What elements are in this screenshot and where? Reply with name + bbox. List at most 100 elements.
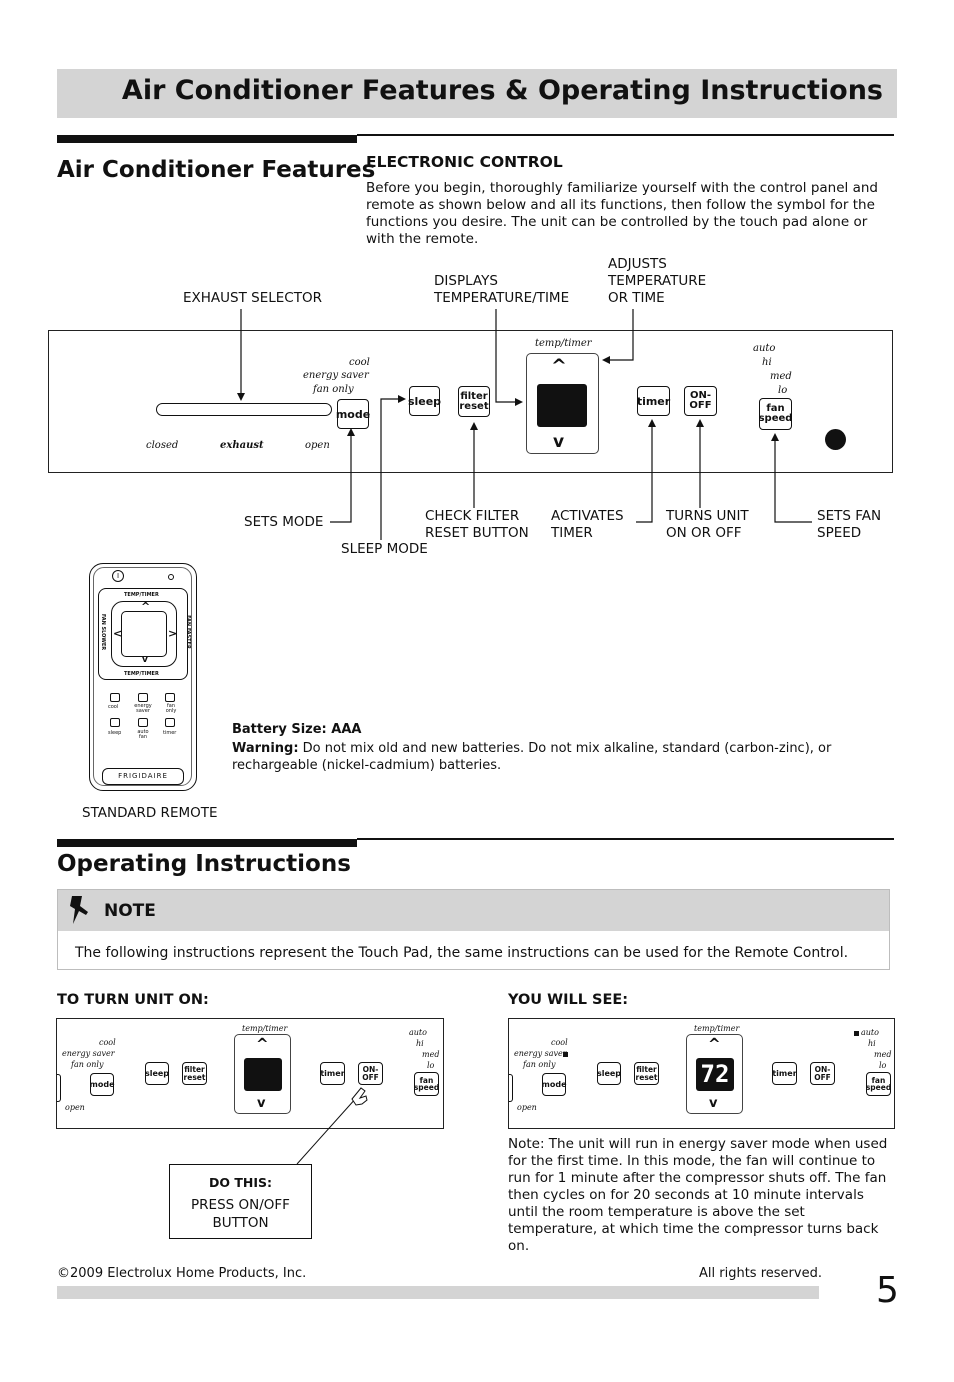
exhaust-slider[interactable]: [156, 403, 332, 416]
note-text: The following instructions represent the…: [75, 945, 849, 961]
section-rule: [57, 839, 357, 847]
turn-on-title: TO TURN UNIT ON:: [57, 992, 209, 1008]
battery-warning-text: Do not mix old and new batteries. Do not…: [232, 741, 832, 773]
fan-option-lo: lo: [778, 385, 788, 396]
remote-auto-fan-label: auto fan: [137, 729, 149, 740]
small-up-icon: ^: [256, 1035, 269, 1053]
small-mode-button[interactable]: mode: [542, 1073, 567, 1096]
remote-energy-saver-button[interactable]: [138, 693, 148, 702]
fan-option-hi: hi: [762, 357, 772, 368]
battery-warning-label: Warning:: [232, 741, 299, 756]
small-timer-button[interactable]: timer: [320, 1062, 345, 1085]
callout-lines: [237, 309, 812, 540]
small-sleep-label: sleep: [144, 1068, 170, 1078]
page-title: Air Conditioner Features & Operating Ins…: [121, 75, 883, 106]
small-sleep-button[interactable]: sleep: [597, 1062, 621, 1085]
remote-timer-label: timer: [163, 730, 177, 736]
callout-activates-timer: TIMER: [551, 525, 593, 541]
reset-label: reset: [459, 400, 489, 412]
electronic-control-desc: Before you begin, thoroughly familiarize…: [366, 180, 878, 247]
small-temp-timer-label: temp/timer: [242, 1024, 288, 1033]
mode-button[interactable]: mode: [336, 399, 370, 429]
small-reset-label: reset: [635, 1072, 658, 1082]
remote-auto-fan-button[interactable]: [138, 718, 148, 727]
remote-sleep-label: sleep: [108, 730, 122, 736]
page-number: 5: [876, 1270, 899, 1311]
timer-label: timer: [636, 394, 671, 408]
remote-right-label: FAN FASTER: [184, 615, 191, 649]
small-mode-button[interactable]: mode: [90, 1073, 115, 1096]
callout-turns-unit: ON OR OFF: [666, 525, 742, 541]
speed-label: speed: [758, 413, 793, 424]
callout-turns-unit: TURNS UNIT: [666, 508, 749, 524]
power-icon[interactable]: I: [112, 570, 124, 582]
small-display-screen: [244, 1058, 282, 1091]
small-fan-auto: auto: [409, 1028, 427, 1037]
pushpin-icon: [70, 896, 88, 924]
remote-center-button[interactable]: [121, 611, 167, 657]
small-mode-energy-saver: energy saver: [62, 1049, 115, 1058]
remote-brand-logo: FRIGIDAIRE: [102, 768, 184, 785]
display-temperature: 72: [696, 1058, 734, 1091]
do-this-line2: BUTTON: [212, 1215, 269, 1231]
remote-sleep-button[interactable]: [110, 718, 120, 727]
small-fan-auto: auto: [861, 1028, 879, 1037]
small-exhaust-slider: [509, 1074, 513, 1102]
small-sleep-button[interactable]: sleep: [145, 1062, 169, 1085]
small-fan-med: med: [874, 1050, 892, 1059]
press-indicator: [296, 1087, 368, 1165]
small-on-off-button[interactable]: ON-OFF: [810, 1062, 835, 1085]
sleep-button[interactable]: sleep: [408, 386, 441, 416]
remote-right-icon[interactable]: >: [168, 627, 178, 640]
remote-cool-button[interactable]: [110, 693, 120, 702]
note-box: NOTE The following instructions represen…: [57, 889, 890, 970]
do-this-title: DO THIS:: [209, 1175, 272, 1190]
footer-rights: All rights reserved.: [699, 1266, 822, 1281]
small-fan-lo: lo: [427, 1061, 435, 1070]
exhaust-closed-label: closed: [146, 440, 179, 451]
small-speed-label: speed: [865, 1083, 892, 1092]
remote-dpad: [111, 601, 177, 667]
remote-down-icon[interactable]: v: [142, 655, 148, 665]
small-up-icon: ^: [708, 1035, 721, 1053]
remote-fan-only-button[interactable]: [165, 693, 175, 702]
small-filter-label: filter: [636, 1065, 657, 1074]
exhaust-open-label: open: [305, 440, 330, 451]
sensor-dot-icon: [825, 429, 846, 450]
small-on-label: ON-: [362, 1065, 379, 1074]
remote-left-icon[interactable]: <: [113, 627, 123, 640]
pointing-hand-icon: [351, 1087, 368, 1106]
temp-up-icon[interactable]: ^: [551, 355, 567, 377]
small-temp-timer-label: temp/timer: [694, 1024, 740, 1033]
filter-label: filter: [460, 390, 488, 402]
small-display-frame: ^ 72 v: [686, 1034, 743, 1114]
remote-dpad-frame: TEMP/TIMER TEMP/TIMER FAN SLOWER FAN FAS…: [98, 588, 191, 680]
small-mode-fan-only: fan only: [71, 1060, 104, 1069]
small-panel-on: cool energy saver fan only open mode sle…: [508, 1018, 895, 1129]
callout-check-filter: CHECK FILTER: [425, 508, 520, 524]
do-this-line1: PRESS ON/OFF: [191, 1197, 290, 1213]
remote-up-icon[interactable]: ^: [141, 600, 151, 613]
callout-exhaust-selector: EXHAUST SELECTOR: [183, 290, 322, 306]
small-on-off-button[interactable]: ON-OFF: [358, 1062, 383, 1085]
remote-left-label: FAN SLOWER: [100, 613, 107, 651]
callout-sets-mode: SETS MODE: [244, 514, 324, 530]
small-timer-button[interactable]: timer: [772, 1062, 797, 1085]
indicator-led-icon: [168, 574, 174, 580]
section-rule: [57, 135, 357, 143]
temp-down-icon[interactable]: v: [553, 432, 565, 452]
small-down-icon: v: [257, 1096, 266, 1111]
small-timer-label: timer: [320, 1068, 345, 1078]
callout-adjusts: TEMPERATURE: [608, 273, 707, 289]
remote-timer-button[interactable]: [165, 718, 175, 727]
you-will-see-title: YOU WILL SEE:: [508, 992, 629, 1008]
timer-button[interactable]: timer: [637, 386, 670, 416]
on-off-button[interactable]: ON-OFF: [684, 386, 717, 416]
small-fan-med: med: [422, 1050, 440, 1059]
